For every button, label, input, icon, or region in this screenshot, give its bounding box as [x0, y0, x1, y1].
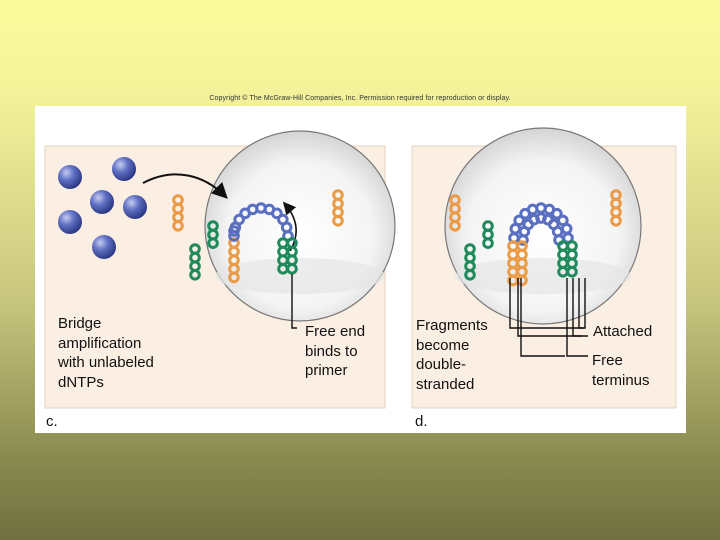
zoom-circle-d [444, 127, 642, 325]
orange-primer-strand [228, 271, 240, 284]
panel-letter-c: c. [46, 413, 58, 430]
label-fragments-double-stranded: Fragments become double- stranded [416, 317, 488, 393]
orange-primer-strand [332, 215, 344, 227]
green-primer-strand [189, 269, 201, 281]
panel-c [44, 130, 396, 409]
diagram-canvas [44, 127, 677, 409]
curved-arrow-icon [142, 173, 228, 199]
copyright-notice: Copyright © The McGraw-Hill Companies, I… [209, 95, 511, 102]
green-primer-strand [464, 269, 476, 281]
bridge-strand [233, 213, 245, 226]
label-free-end: Free end binds to primer [305, 323, 366, 379]
green-primer-strand [207, 237, 219, 249]
label-bridge-amplification: Bridge amplification with unlabeled dNTP… [58, 315, 154, 391]
bridge-strand-outer [551, 207, 563, 220]
green-primer-strand [566, 266, 578, 278]
bridge-strand-outer [513, 214, 525, 227]
orange-primer-strand [449, 220, 461, 232]
dntp-ball-icon [58, 157, 147, 259]
strands-c [172, 189, 344, 284]
leader-lines-d [509, 278, 588, 357]
bridge-strand [271, 207, 283, 220]
label-free-terminus: Free terminus [592, 352, 650, 389]
orange-primer-strand [172, 220, 184, 232]
green-primer-strand [482, 237, 494, 249]
orange-primer-strand [610, 215, 622, 227]
figure-area: Bridge amplification with unlabeled dNTP… [35, 106, 686, 433]
panel-d [411, 127, 677, 409]
bridge-strand [228, 225, 240, 237]
label-attached: Attached [593, 323, 653, 340]
panel-letter-d: d. [415, 413, 428, 430]
leader-line-free-end [291, 274, 297, 329]
green-primer-strand [286, 263, 298, 275]
